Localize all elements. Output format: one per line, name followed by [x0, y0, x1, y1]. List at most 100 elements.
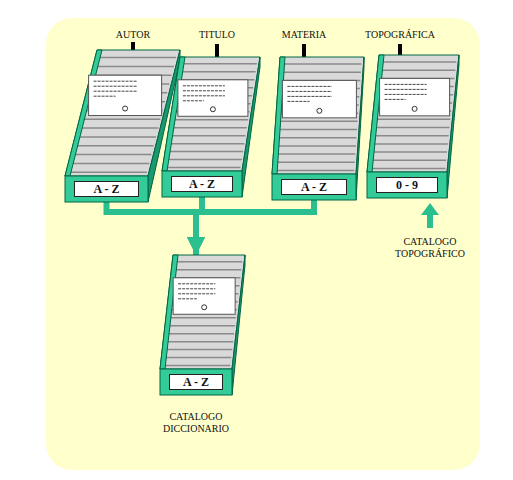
drawer-interior: [367, 55, 459, 172]
card-edge: [79, 136, 156, 138]
drawer-front: [162, 171, 242, 197]
panel: [46, 18, 480, 470]
card-edge: [381, 69, 455, 71]
drawer-side-wall: [447, 55, 459, 198]
card-stack: [164, 262, 242, 366]
catalog-caption: CATALOGO TOPOGRÁFICO: [385, 236, 475, 260]
card-line: [178, 283, 215, 284]
card-stack: [167, 64, 257, 168]
up-arrow: [421, 203, 439, 228]
index-card: [282, 80, 356, 117]
merge-connector: [107, 202, 197, 255]
card-line: [178, 298, 197, 299]
card-edge: [183, 63, 257, 65]
drawer-front: [272, 174, 356, 200]
card-edge: [164, 365, 230, 367]
card-hole: [210, 107, 215, 112]
card-line: [385, 84, 427, 85]
card-edge: [174, 119, 248, 121]
card-line: [385, 89, 427, 90]
up-arrow-head: [421, 203, 439, 215]
card-line: [287, 86, 331, 87]
index-card: [173, 278, 235, 314]
card-edge: [170, 317, 236, 319]
catalog-heading: TOPOGRÁFICA: [350, 29, 450, 40]
card-edge: [74, 154, 151, 156]
card-line: [183, 85, 225, 86]
drawer-label: 0 - 9: [376, 177, 438, 193]
card-edge: [99, 57, 176, 59]
card-edge: [173, 127, 247, 129]
catalog-drawer: A - ZCATALOGO DICCIONARIO: [160, 255, 245, 395]
catalog-heading: AUTOR: [83, 29, 183, 40]
card-hole: [317, 108, 322, 113]
drawer-label: A - Z: [171, 176, 233, 192]
card-line: [94, 96, 116, 97]
merge-connector: [196, 200, 314, 255]
card-edge: [166, 349, 232, 351]
card-edge: [372, 160, 446, 162]
card-line: [287, 96, 331, 97]
card-edge: [97, 66, 174, 68]
card-edge: [279, 129, 357, 131]
card-edge: [169, 325, 235, 327]
card-line: [385, 94, 427, 95]
up-arrow-shaft: [427, 214, 433, 228]
card-hole: [202, 305, 207, 310]
card-edge: [374, 143, 448, 145]
card-edge: [278, 145, 356, 147]
card-line: [385, 99, 406, 100]
card-edge: [175, 269, 241, 271]
card-line: [94, 81, 138, 82]
card-hole: [123, 106, 128, 111]
card-edge: [375, 135, 449, 137]
card-edge: [83, 119, 160, 121]
card-line: [178, 288, 215, 289]
drawer-side-wall: [356, 57, 364, 200]
card-edge: [70, 171, 147, 173]
card-edge: [167, 167, 241, 169]
index-card: [178, 80, 248, 116]
card-edge: [284, 63, 362, 65]
card-edge: [382, 61, 456, 63]
card-edge: [376, 127, 450, 129]
card-sheet: [173, 278, 235, 314]
card-edge: [170, 143, 244, 145]
drawer-side-wall: [242, 57, 260, 197]
catalog-heading: TITULO: [167, 29, 267, 40]
drawer-interior: [65, 50, 180, 176]
drawer-interior: [272, 57, 364, 174]
card-edge: [168, 159, 242, 161]
card-edge: [77, 145, 154, 147]
card-edge: [182, 71, 256, 73]
catalog-heading: MATERIA: [254, 29, 354, 40]
card-edge: [373, 151, 447, 153]
card-sheet: [282, 80, 356, 117]
drawer-label: A - Z: [281, 179, 347, 195]
card-line: [287, 91, 331, 92]
card-edge: [167, 341, 233, 343]
card-edge: [169, 151, 243, 153]
card-line: [183, 95, 225, 96]
catalog-drawer: TITULOA - Z: [162, 57, 260, 197]
drawer-front: [65, 176, 148, 202]
index-card: [89, 75, 162, 115]
card-edge: [176, 261, 242, 263]
card-edge: [276, 170, 354, 172]
catalog-drawer: TOPOGRÁFICA0 - 9: [367, 55, 459, 198]
card-edge: [280, 121, 358, 123]
card-line: [178, 293, 215, 294]
card-edge: [81, 127, 158, 129]
card-line: [94, 91, 138, 92]
card-line: [94, 86, 138, 87]
card-stack: [276, 64, 361, 170]
card-edge: [277, 153, 355, 155]
drawer-label: A - Z: [169, 374, 223, 390]
card-edge: [371, 168, 445, 170]
card-edge: [72, 163, 149, 165]
drawer-label: A - Z: [74, 181, 139, 197]
card-edge: [277, 162, 355, 164]
card-line: [287, 101, 309, 102]
catalog-drawer: MATERIAA - Z: [272, 57, 364, 200]
